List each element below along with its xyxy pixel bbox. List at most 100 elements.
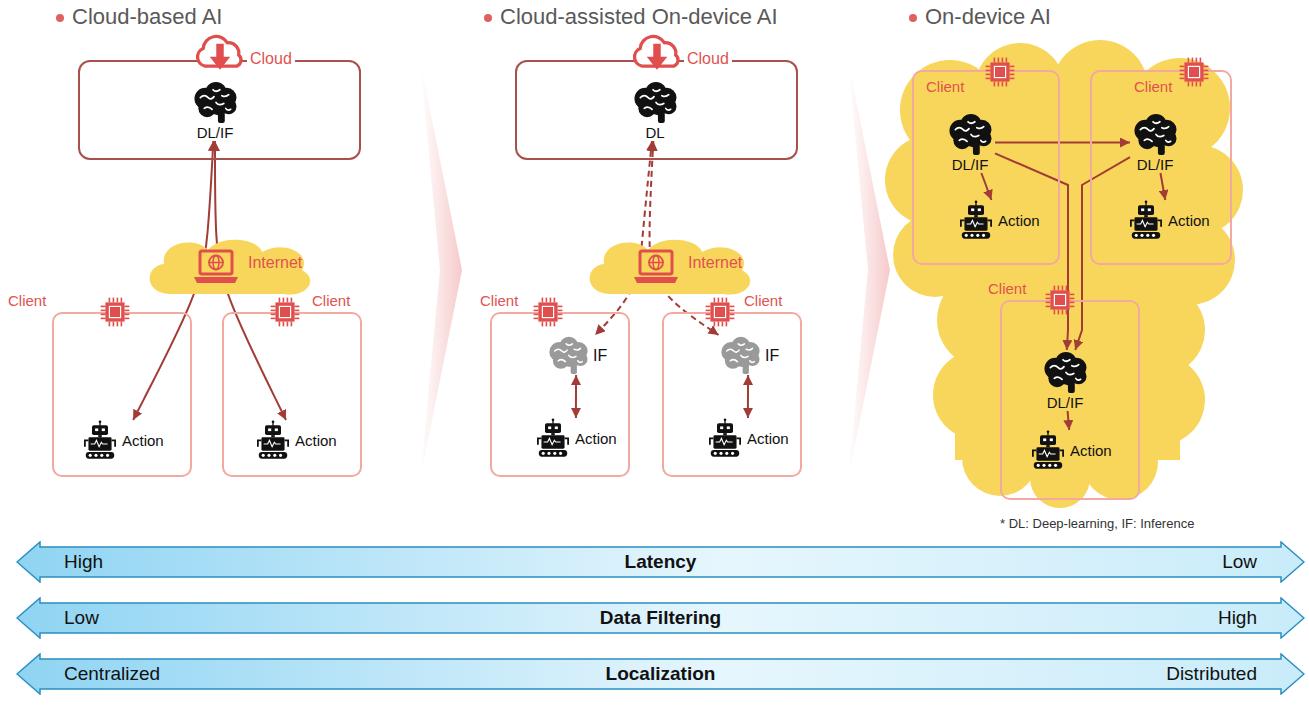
connector-arrow: [747, 375, 749, 418]
client-device-box: ClientAction: [222, 312, 362, 477]
footnote: * DL: Deep-learning, IF: Inference: [1000, 516, 1194, 531]
internet-cloud: Internet: [140, 236, 315, 298]
chip-icon: [984, 56, 1016, 88]
scale-start: High: [64, 551, 103, 573]
robot-action: Action: [958, 200, 1040, 240]
client-label: Client: [744, 292, 782, 309]
laptop-icon: [192, 248, 240, 286]
cloud-icon: [629, 32, 685, 76]
action-label: Action: [1168, 212, 1210, 229]
client-label: Client: [988, 280, 1026, 297]
robot-icon: [82, 420, 118, 460]
robot-icon: [1030, 430, 1066, 470]
connector-arrow: [575, 375, 577, 418]
cloud-label: Cloud: [247, 50, 295, 68]
robot-action: Action: [82, 420, 164, 460]
on-device-cloud-ground: [885, 40, 1243, 508]
client-label: Client: [480, 292, 518, 309]
laptop-icon: [632, 248, 680, 286]
robot-action: Action: [255, 420, 337, 460]
robot-icon: [535, 418, 571, 458]
client-device-box: ClientDL/IFAction: [1000, 300, 1140, 500]
brain-icon: [717, 335, 763, 375]
brain-icon: [1130, 112, 1180, 156]
client-device-box: ClientIFAction: [490, 312, 630, 477]
double-arrow-scale: High Latency Low: [16, 541, 1305, 583]
model-label: DL/IF: [1137, 156, 1174, 173]
cloud-label: Cloud: [684, 50, 732, 68]
connector-arrow: [995, 142, 1130, 144]
brain-model: DL/IF: [945, 112, 995, 173]
robot-icon: [255, 420, 291, 460]
scale-start: Low: [64, 607, 99, 629]
brain-model: IF: [717, 335, 779, 375]
scale-end: Low: [1222, 551, 1257, 573]
brain-icon: [1040, 350, 1090, 394]
panel-heading: On-device AI: [925, 4, 1051, 30]
model-label: IF: [593, 347, 607, 365]
panel-heading: Cloud-based AI: [72, 4, 222, 30]
connector-arrow: [1075, 157, 1130, 350]
client-label: Client: [1134, 78, 1172, 95]
model-label: IF: [765, 347, 779, 365]
action-label: Action: [122, 432, 164, 449]
model-label: DL/IF: [1047, 394, 1084, 411]
robot-icon: [958, 200, 994, 240]
internet-cloud: Internet: [580, 236, 755, 298]
robot-icon: [1128, 200, 1164, 240]
robot-action: Action: [1030, 430, 1112, 470]
action-label: Action: [295, 432, 337, 449]
connector-arrow: [995, 153, 1068, 350]
model-label: DL/IF: [197, 124, 234, 141]
brain-icon: [945, 112, 995, 156]
brain-icon: [630, 80, 680, 124]
scale-end: High: [1218, 607, 1257, 629]
robot-action: Action: [707, 418, 789, 458]
scale-title: Latency: [625, 551, 697, 573]
scale-end: Distributed: [1166, 663, 1257, 685]
chip-icon: [99, 296, 131, 328]
client-label: Client: [312, 292, 350, 309]
network-label: Internet: [248, 254, 302, 272]
robot-icon: [707, 418, 743, 458]
client-device-box: ClientIFAction: [662, 312, 802, 477]
action-label: Action: [575, 430, 617, 447]
connector-arrow: [1068, 411, 1070, 430]
brain-icon: [190, 80, 240, 124]
connector-arrow: [981, 173, 991, 200]
action-label: Action: [998, 212, 1040, 229]
brain-icon: [545, 335, 591, 375]
chip-icon: [269, 296, 301, 328]
chip-icon: [532, 296, 564, 328]
client-device-box: ClientDL/IF Action: [1090, 70, 1232, 265]
robot-action: Action: [535, 418, 617, 458]
double-arrow-scale: Centralized Localization Distributed: [16, 653, 1305, 695]
client-label: Client: [926, 78, 964, 95]
chip-icon: [1044, 284, 1076, 316]
cloud-server-box: CloudDL/IF: [78, 60, 361, 160]
cloud-server-box: CloudDL: [515, 60, 798, 160]
dashed-connector: [595, 141, 652, 335]
brain-model: IF: [545, 335, 607, 375]
brain-model: DL: [630, 80, 680, 141]
chip-icon: [704, 296, 736, 328]
brain-model: DL/IF: [1130, 112, 1180, 173]
scale-title: Localization: [606, 663, 716, 685]
network-label: Internet: [688, 254, 742, 272]
model-label: DL/IF: [952, 156, 989, 173]
brain-model: DL/IF: [1040, 350, 1090, 411]
chip-icon: [1178, 56, 1210, 88]
robot-action: Action: [1128, 200, 1210, 240]
client-label: Client: [8, 292, 46, 309]
panel-heading: Cloud-assisted On-device AI: [500, 4, 778, 30]
panel-separators: [420, 60, 890, 480]
scale-start: Centralized: [64, 663, 160, 685]
client-device-box: ClientAction: [52, 312, 192, 477]
double-arrow-scale: LowData FilteringHigh: [16, 597, 1305, 639]
action-label: Action: [1070, 442, 1112, 459]
model-label: DL: [645, 124, 664, 141]
connector-arrow: [1160, 173, 1165, 200]
brain-model: DL/IF: [190, 80, 240, 141]
action-label: Action: [747, 430, 789, 447]
